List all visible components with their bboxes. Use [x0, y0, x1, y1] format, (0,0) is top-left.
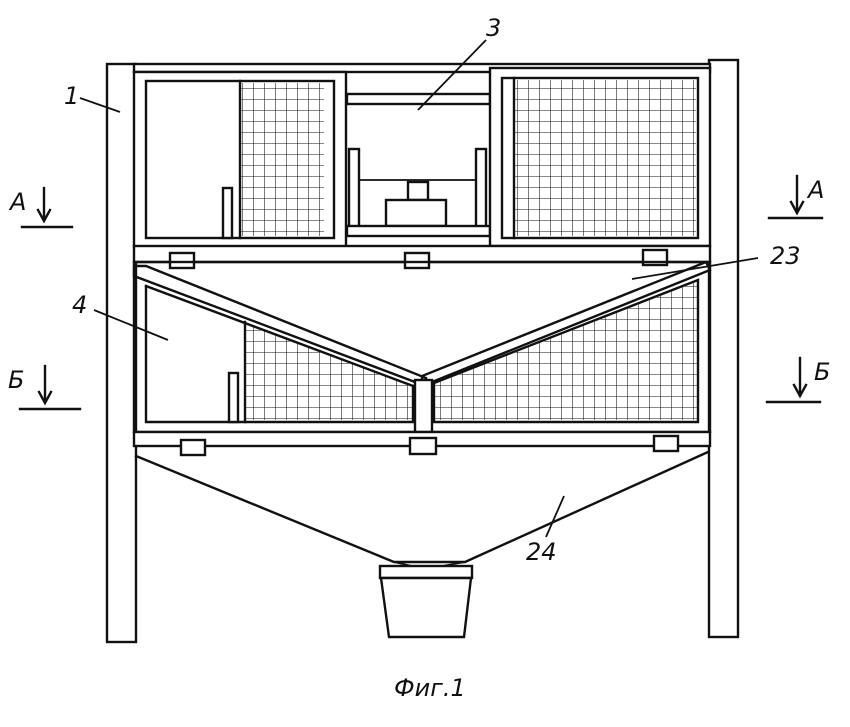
label-23-text: 23	[770, 242, 801, 270]
mechanism-motor-top	[406, 180, 430, 202]
lower-clip-3	[652, 434, 680, 453]
upper-clip-2	[403, 251, 431, 270]
label-24: 24	[526, 495, 565, 566]
section-mark-b-right: Б	[765, 356, 830, 404]
lower-shelf	[132, 430, 712, 457]
label-23: 23	[631, 242, 801, 280]
mechanism-3	[345, 92, 492, 238]
bucket	[379, 576, 473, 639]
lower-clip-2	[408, 436, 438, 456]
hopper-sides	[134, 450, 710, 564]
label-3-text: 3	[486, 14, 501, 42]
section-mark-b-left: Б	[8, 364, 82, 411]
upper-left-door-post	[221, 186, 234, 240]
bucket-rim	[378, 564, 474, 580]
mechanism-bottom-rail	[345, 224, 492, 238]
upper-right-cage-inner	[500, 76, 700, 240]
right-post	[707, 58, 740, 639]
upper-left-mesh	[240, 83, 324, 236]
center-post	[413, 378, 434, 434]
section-mark-a-left: A	[8, 186, 74, 229]
section-b-right-text: Б	[814, 358, 830, 386]
left-post	[105, 62, 138, 644]
mechanism-right-rail	[474, 147, 488, 229]
frame-posts	[105, 58, 740, 644]
mechanism-top-rail	[345, 92, 492, 106]
lower-tier	[132, 260, 712, 434]
section-a-right-text: A	[806, 176, 824, 204]
right-lower-mesh	[434, 281, 698, 420]
mechanism-left-rail	[347, 147, 361, 229]
upper-left-cage	[132, 70, 348, 249]
label-24-text: 24	[526, 538, 557, 566]
label-4: 4	[72, 291, 169, 341]
lower-clip-1	[179, 438, 207, 457]
mechanism-motor-base	[384, 198, 448, 228]
upper-right-mesh	[514, 80, 696, 236]
label-1: 1	[64, 82, 121, 113]
figure-caption: Фиг.1	[394, 674, 466, 702]
top-beam-inner	[344, 71, 491, 95]
hopper-24	[134, 450, 710, 639]
label-4-text: 4	[72, 291, 87, 319]
upper-clip-1	[168, 251, 196, 270]
upper-shelf	[132, 244, 712, 270]
section-mark-a-right: A	[767, 174, 824, 220]
upper-right-cage	[488, 66, 712, 248]
section-b-left-text: Б	[8, 366, 24, 394]
label-3: 3	[417, 14, 501, 111]
label-1-text: 1	[64, 82, 79, 110]
section-a-left-text: A	[8, 188, 26, 216]
cage-4-door-post	[227, 371, 240, 424]
